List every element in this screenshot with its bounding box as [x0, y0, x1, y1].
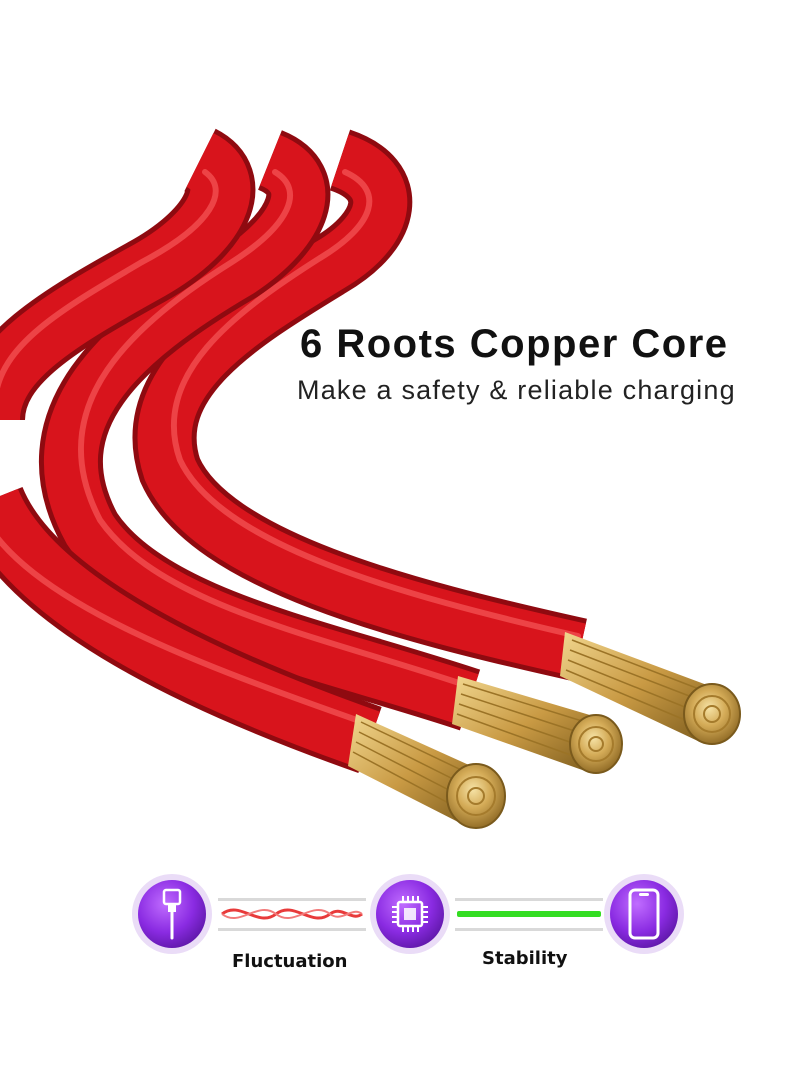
stability-label: Stability — [482, 948, 568, 969]
subheadline: Make a safety & reliable charging — [297, 375, 736, 405]
signal-diagram — [218, 898, 603, 931]
fluctuation-label: Fluctuation — [232, 951, 348, 972]
cable-1 — [0, 128, 506, 829]
cable-plug-icon — [132, 874, 212, 954]
stability-line — [457, 911, 601, 917]
cable-3 — [132, 129, 741, 745]
smartphone-icon — [604, 874, 684, 954]
headline: 6 Roots Copper Core — [300, 322, 729, 366]
cable-2 — [39, 130, 623, 774]
chip-icon — [370, 874, 450, 954]
